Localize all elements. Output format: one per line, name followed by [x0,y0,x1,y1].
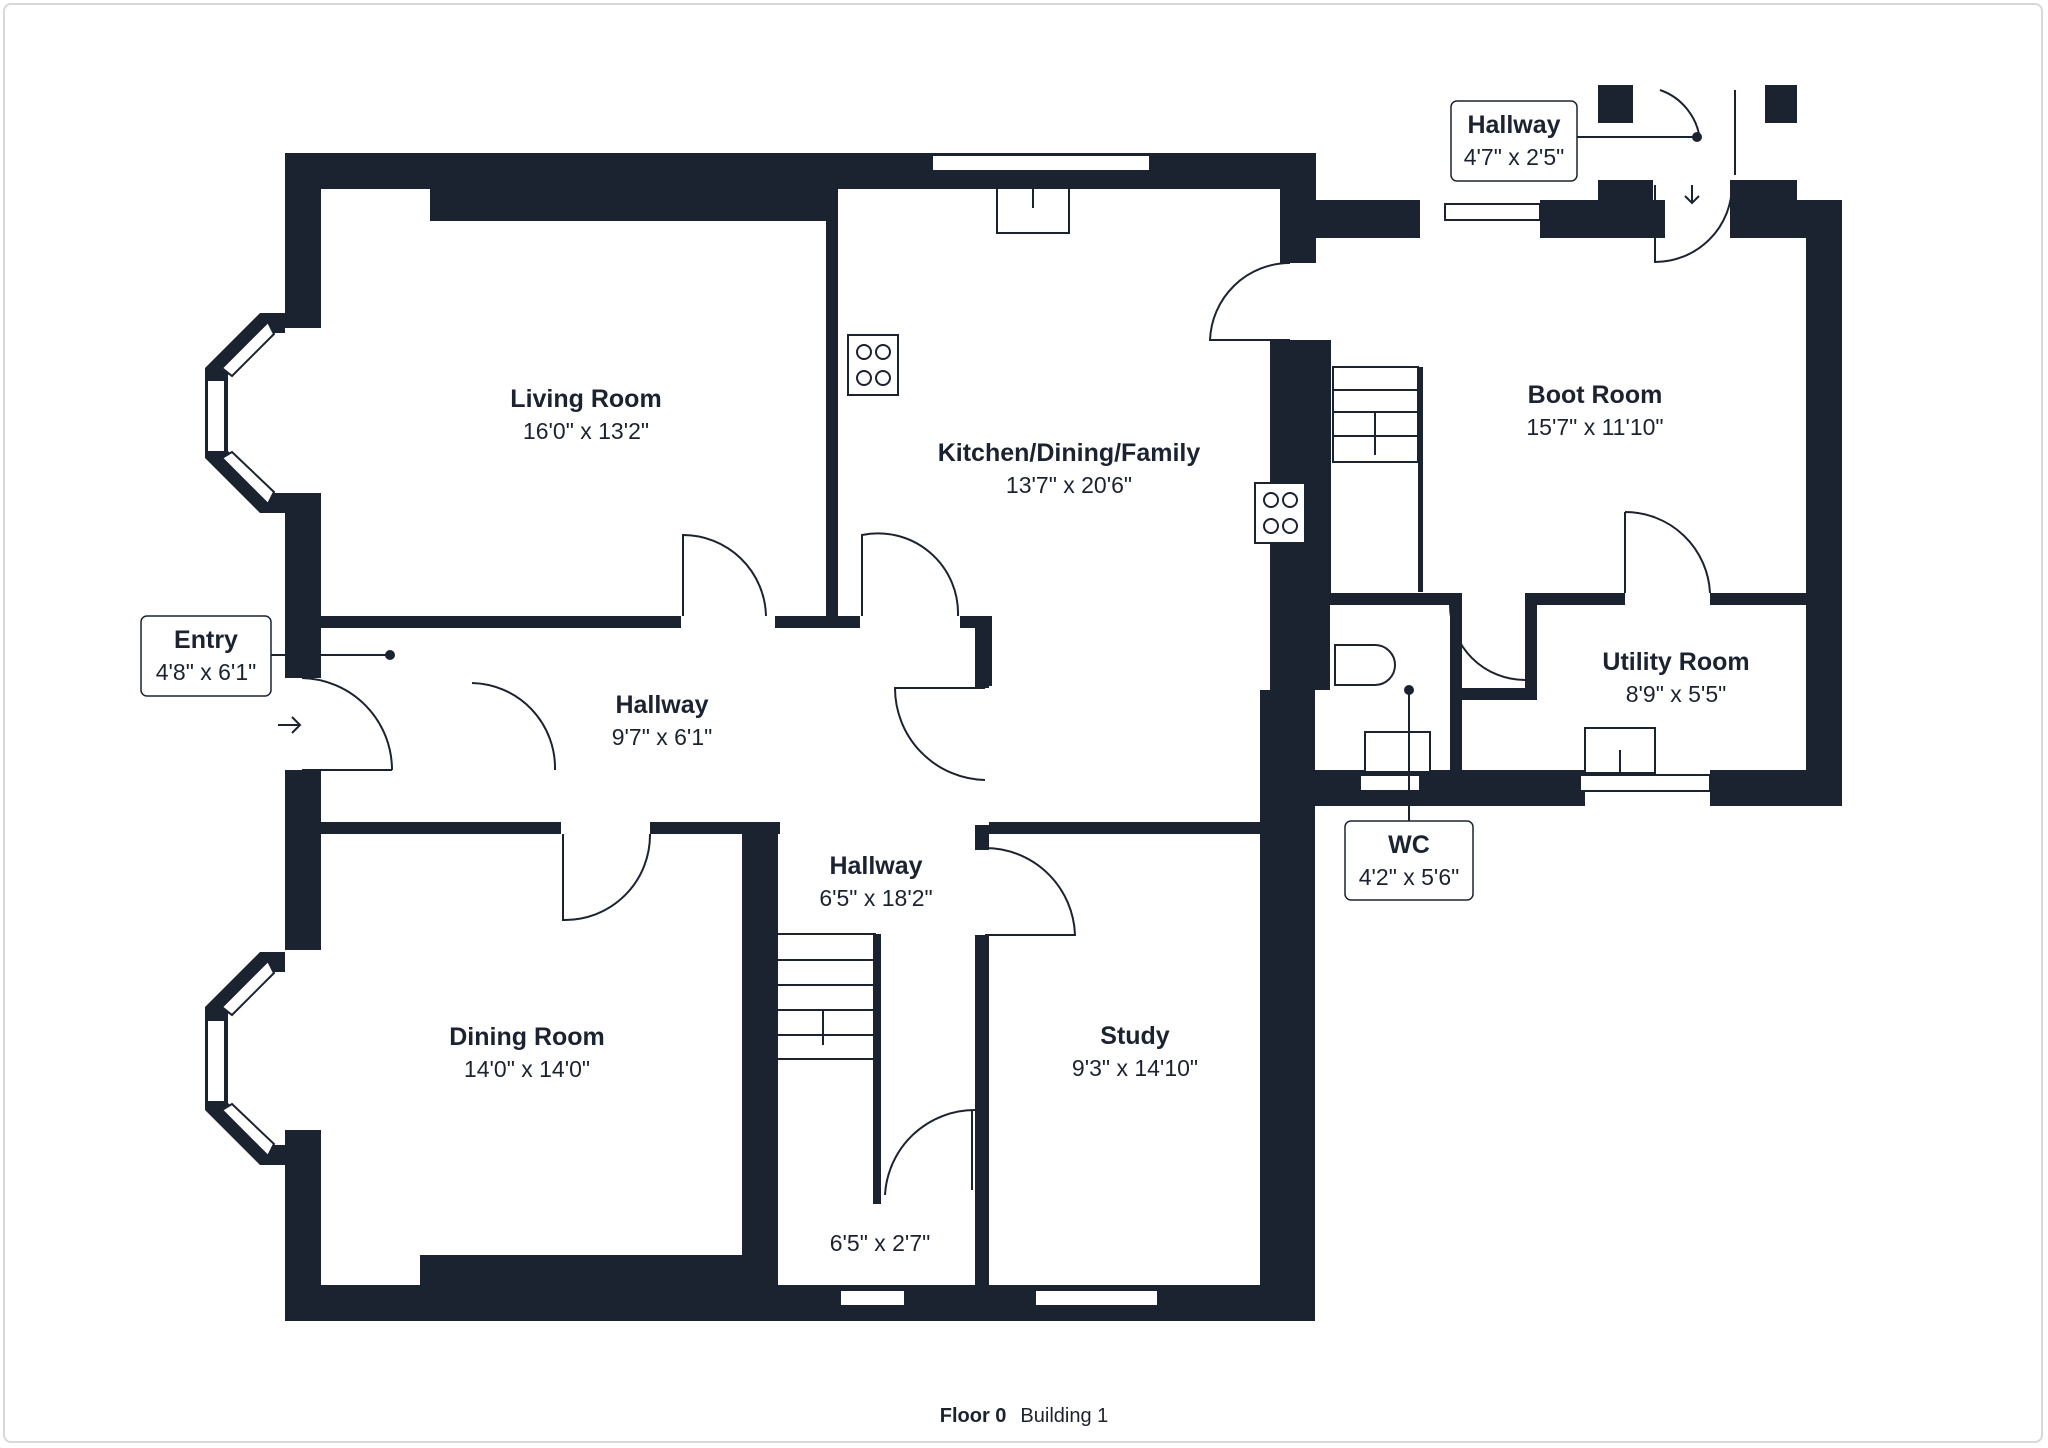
tag-wc: WC 4'2" x 5'6" [1344,685,1474,901]
study-dim: 9'3" x 14'10" [1072,1055,1198,1081]
page-frame [3,3,2043,1443]
wc-top-wall [1330,593,1450,605]
left-wall-mid-lower [285,770,321,950]
wc-right-wall [1450,593,1462,773]
study-left-wall [975,935,989,1285]
hallway-top-tag-dim: 4'7" x 2'5" [1464,144,1565,170]
top-hall-block-left [1598,85,1633,123]
hallway-long-name: Hallway [829,852,922,880]
boot-room-bottom-wall-right [1710,770,1842,806]
kitchen-name: Kitchen/Dining/Family [938,439,1201,467]
boot-room-bottom-wall-left [1315,770,1585,806]
living-room-right-wall [826,189,838,619]
windows [839,154,1711,1307]
living-room-dim: 16'0" x 13'2" [523,418,649,444]
floor-label: Floor 0 [939,1405,1007,1427]
basin-icon [1364,731,1431,773]
utility-left-step [1460,688,1537,700]
stairs [776,366,1423,1204]
hallway-name: Hallway [615,691,708,719]
study-top-wall [989,822,1269,834]
wc-tag-dim: 4'2" x 5'6" [1359,864,1460,890]
utility-top-wall-left [1525,593,1625,605]
kitchen-dim: 13'7" x 20'6" [1006,472,1132,498]
boot-room-top-wall-mid [1540,200,1665,238]
dining-room-bottom-ledge [420,1255,778,1287]
building-label: Building 1 [1020,1405,1109,1427]
utility-room-dim: 8'9" x 5'5" [1626,681,1727,707]
cooker-icon [1254,482,1306,544]
walls [285,85,1842,1321]
boot-room-dim: 15'7" x 11'10" [1526,414,1663,440]
bay-windows [205,313,285,1165]
boot-room-top-wall-left [1315,200,1420,238]
dining-room-name: Dining Room [449,1023,605,1051]
boot-room-name: Boot Room [1528,381,1663,409]
dining-room-dim: 14'0" x 14'0" [464,1056,590,1082]
right-wall-study [1260,690,1315,1320]
tag-hallway-top: Hallway 4'7" x 2'5" [1450,100,1702,182]
boot-room-right-wall [1806,200,1842,805]
boot-room-left-wall [1315,340,1331,595]
hallway-wall-lower-left [321,822,561,834]
utility-top-wall-right [1710,593,1816,605]
bottom-wall [285,1285,1315,1321]
entry-tag-name: Entry [174,626,238,654]
footer: Floor 0 Building 1 [0,1405,2048,1428]
study-name: Study [1100,1022,1170,1050]
fixtures [847,187,1656,774]
toilet-icon [1334,644,1396,686]
wc-tag-name: WC [1388,831,1430,859]
utility-left-wall [1525,593,1537,688]
entry-arrow-icon [278,716,302,734]
hallway-wall-upper-left [321,616,681,628]
kitchen-pillar [1270,580,1330,690]
hallway-dim: 9'7" x 6'1" [612,724,713,750]
living-room-name: Living Room [510,385,661,413]
down-arrow-icon [1684,185,1700,205]
top-hall-block-left-low [1598,180,1653,205]
hall-right-upper [975,628,989,688]
living-room-top-ledge [430,189,830,221]
hallway-top-tag-name: Hallway [1467,111,1560,139]
right-wall-top [1280,153,1316,263]
top-hall-block-right-low [1730,180,1797,205]
tag-entry: Entry 4'8" x 6'1" [140,615,395,697]
hall-right-mid [975,825,989,850]
top-hall-block-right [1765,85,1797,123]
hob-icon [847,334,899,396]
hallway-wall-upper-mid [775,616,860,628]
left-wall-mid-upper [285,493,321,678]
hallway-long-dim: 6'5" x 18'2" [819,885,932,911]
top-wall [285,153,1315,189]
utility-room-name: Utility Room [1602,648,1749,676]
entry-tag-dim: 4'8" x 6'1" [156,659,257,685]
hallway-small-dim: 6'5" x 2'7" [830,1230,931,1256]
dining-room-right-wall [742,822,778,1257]
left-wall-upper [285,153,321,328]
room-labels: Living Room 16'0" x 13'2" Kitchen/Dining… [449,381,1749,1256]
